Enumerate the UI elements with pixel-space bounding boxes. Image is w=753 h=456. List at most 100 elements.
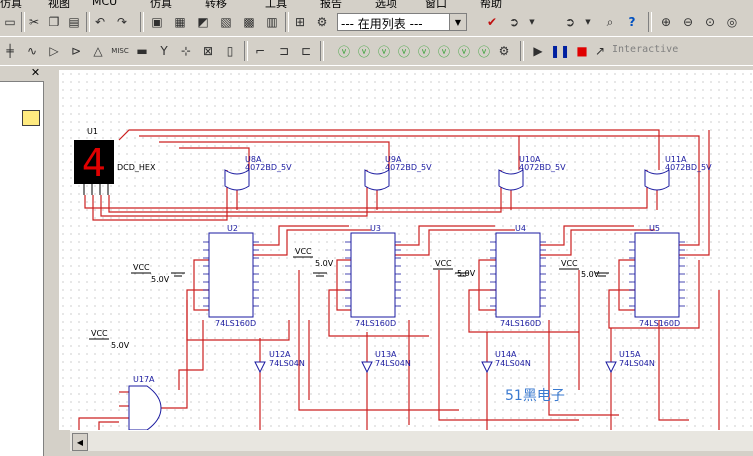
menu-item[interactable]: 视图 — [48, 0, 70, 8]
chevron-down-icon[interactable]: ▼ — [529, 18, 535, 26]
menu-item[interactable]: 报告 — [320, 0, 342, 8]
probe-icon[interactable]: ⓥ — [437, 44, 450, 59]
stop-icon[interactable]: ■ — [576, 44, 588, 58]
zoom-fit-icon[interactable]: ◎ — [726, 15, 738, 29]
or-gate-u10a[interactable]: U10A 4072BD_5V — [498, 155, 566, 191]
help-icon[interactable]: ? — [628, 15, 636, 29]
inverter-u14a[interactable]: U14A 74LS04N — [481, 350, 531, 374]
play-icon[interactable]: ▶ — [533, 44, 543, 58]
components-icon[interactable]: ⚙ — [316, 15, 328, 29]
toolbar-separator — [140, 12, 144, 32]
electromech-icon[interactable]: ⊠ — [202, 44, 214, 58]
inverter-u15a[interactable]: U15A 74LS04N — [605, 350, 655, 374]
design-toolbox-body[interactable] — [0, 82, 44, 456]
mcu-icon[interactable]: ▯ — [226, 44, 234, 58]
hex-display[interactable]: U1 4 DCD_HEX — [74, 127, 156, 195]
probe-icon[interactable]: ⓥ — [397, 44, 410, 59]
basic-icon[interactable]: ∿ — [26, 44, 38, 58]
wire — [161, 300, 188, 409]
transistor-icon[interactable]: ⊳ — [70, 44, 82, 58]
grapher-icon[interactable]: ◩ — [197, 15, 209, 29]
erc-icon[interactable]: ✔ — [486, 15, 498, 29]
wire — [618, 259, 635, 311]
in-use-list-select[interactable]: --- 在用列表 --- ▼ — [337, 13, 467, 31]
scroll-left-icon[interactable]: ◀ — [72, 433, 88, 451]
design-toolbox-header: ✕ — [0, 66, 44, 82]
zoom-area-icon[interactable]: ⊙ — [704, 15, 716, 29]
vcc-value: 5.0V — [151, 275, 170, 284]
counter-u3[interactable]: U3 74LS160D — [350, 224, 396, 328]
probe-icon[interactable]: ⓥ — [477, 44, 490, 59]
probe-icon[interactable]: ⓥ — [457, 44, 470, 59]
copy-icon[interactable]: ❐ — [48, 15, 60, 29]
schematic-canvas[interactable]: U1 4 DCD_HEX U2 74LS160D U3 74LS160D — [59, 70, 753, 430]
counter-u5[interactable]: U5 74LS160D — [634, 224, 680, 328]
database-icon[interactable]: ▥ — [266, 15, 278, 29]
settings-icon[interactable]: ⚙ — [498, 44, 510, 58]
diode-icon[interactable]: ▷ — [49, 44, 59, 58]
power-icon[interactable]: Y — [160, 44, 168, 58]
menu-item[interactable]: MCU — [92, 0, 118, 8]
probe-icon[interactable]: ⓥ — [337, 44, 350, 59]
analog-icon[interactable]: △ — [93, 44, 103, 58]
toolbar-separator — [648, 12, 652, 32]
pause-icon[interactable]: ❚❚ — [549, 44, 571, 58]
zoom-out-icon[interactable]: ⊖ — [682, 15, 694, 29]
wire — [658, 320, 689, 421]
menu-item[interactable]: 帮助 — [480, 0, 502, 8]
counter-u4[interactable]: U4 74LS160D — [495, 224, 541, 328]
or-gate-u9a[interactable]: U9A 4072BD_5V — [364, 155, 432, 191]
postprocessor-icon[interactable]: ▧ — [220, 15, 232, 29]
menu-item[interactable]: 仿真 — [150, 0, 172, 8]
annotate-icon[interactable]: ➲ — [564, 15, 576, 29]
wire — [608, 260, 700, 329]
find-icon[interactable]: ⌕ — [606, 14, 614, 29]
cut-icon[interactable]: ✂ — [28, 15, 40, 29]
menu-item[interactable]: 仿真 — [0, 0, 22, 8]
chevron-down-icon[interactable]: ▼ — [585, 18, 591, 26]
spreadsheet-icon[interactable]: ▦ — [174, 15, 186, 29]
wire — [139, 135, 520, 170]
transfer-icon[interactable]: ➲ — [508, 15, 520, 29]
undo-icon[interactable]: ↶ — [94, 15, 106, 29]
vcc-supply[interactable]: VCC 5.0V — [89, 329, 130, 350]
vcc-supply[interactable]: VCC 5.0V — [559, 259, 600, 279]
inverter-u12a[interactable]: U12A 74LS04N — [254, 350, 305, 374]
paste-icon[interactable]: ▤ — [68, 15, 80, 29]
zoom-in-icon[interactable]: ⊕ — [660, 15, 672, 29]
gate-u17a[interactable]: U17A — [128, 375, 162, 430]
menu-item[interactable]: 选项 — [375, 0, 397, 8]
hb-icon[interactable]: ⊐ — [278, 44, 290, 58]
watermark: 51黑电子 — [505, 388, 565, 404]
chevron-down-icon[interactable]: ▼ — [449, 14, 466, 30]
toggle-grid-icon[interactable]: ▣ — [151, 15, 163, 29]
component-icon[interactable]: ▩ — [243, 15, 255, 29]
probe-icon[interactable]: ⓥ — [417, 44, 430, 59]
wire — [253, 225, 349, 246]
hierarchy-icon[interactable]: ⊞ — [294, 15, 306, 29]
probe-icon[interactable]: ⓥ — [357, 44, 370, 59]
vcc-supply[interactable]: VCC 5.0V — [131, 263, 170, 284]
source-icon[interactable]: ╪ — [6, 44, 14, 58]
rf-icon[interactable]: ⊹ — [180, 44, 192, 58]
design-file-icon[interactable] — [22, 110, 40, 126]
inverter-u13a[interactable]: U13A 74LS04N — [361, 350, 411, 374]
horizontal-scrollbar[interactable]: ◀ — [70, 430, 753, 451]
or-gate-u8a[interactable]: U8A 4072BD_5V — [224, 155, 292, 191]
menu-item[interactable]: 转移 — [205, 0, 227, 8]
misc-icon[interactable]: MISC — [111, 47, 129, 55]
or-gate-u11a[interactable]: U11A 4072BD_5V — [644, 155, 712, 191]
counter-u2[interactable]: U2 74LS160D — [208, 224, 256, 328]
probe-icon[interactable]: ⓥ — [377, 44, 390, 59]
menu-item[interactable]: 工具 — [265, 0, 287, 8]
sc-icon[interactable]: ⊏ — [300, 44, 312, 58]
new-icon[interactable]: ▭ — [4, 15, 16, 29]
indicator-icon[interactable]: ▬ — [136, 44, 148, 58]
redo-icon[interactable]: ↷ — [116, 15, 128, 29]
close-icon[interactable]: ✕ — [30, 66, 41, 79]
display-digit: 4 — [82, 141, 106, 185]
wire — [98, 421, 119, 430]
bus-icon[interactable]: ⌐ — [254, 44, 266, 58]
menu-item[interactable]: 窗口 — [425, 0, 447, 8]
vcc-supply[interactable]: VCC 5.0V — [293, 247, 334, 268]
